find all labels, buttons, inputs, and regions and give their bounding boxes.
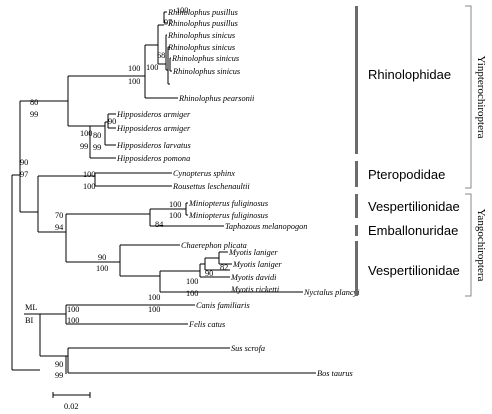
taxon-labels: Rhinolophus pusillus Rhinolophus pusillu…: [116, 8, 360, 378]
support-value: 100: [186, 277, 198, 286]
support-value: 68: [157, 51, 165, 60]
support-value: 99: [93, 143, 101, 152]
support-value: 80: [93, 131, 101, 140]
taxon-label: Rhinolophus sinicus: [167, 31, 235, 40]
taxon-label: Myotis laniger: [232, 260, 282, 269]
support-value: 99: [55, 371, 63, 380]
brace-yangochiroptera: [465, 193, 472, 297]
support-value: 80: [30, 98, 38, 107]
support-value: 100: [146, 63, 158, 72]
taxon-label: Hipposideros larvatus: [116, 141, 191, 150]
tree-branches: [11, 11, 316, 374]
suborder-annotations: Yinpterochiroptera Yangochiroptera: [465, 5, 487, 297]
support-value: 100: [83, 170, 95, 179]
support-value: 97: [164, 18, 172, 27]
family-label-vespertilionidae-2: Vespertilionidae: [368, 263, 460, 278]
support-value: 90: [205, 269, 213, 278]
support-value: 100: [186, 289, 198, 298]
support-values: 100 97 68 100 100 100 90 80 99 100 99 80…: [20, 6, 228, 380]
support-value: 100: [176, 6, 188, 15]
support-value: 100: [148, 305, 160, 314]
taxon-label: Rhinolophus pusillus: [167, 19, 238, 28]
taxon-label: Miniopterus fuliginosus: [188, 199, 268, 208]
family-bar-vespertilionidae-1: [355, 194, 358, 218]
support-value: 100: [83, 182, 95, 191]
taxon-label: Felis catus: [188, 320, 225, 329]
taxon-label: Myotis ricketti: [230, 285, 280, 294]
support-value: 100: [128, 77, 140, 86]
family-bar-emballonuridae: [355, 225, 358, 236]
family-bar-vespertilionidae-2: [355, 241, 358, 296]
support-value: 100: [169, 200, 181, 209]
taxon-label: Rhinolophus pearsonii: [178, 94, 255, 103]
support-value: 99: [30, 110, 38, 119]
scale-bar-line: [52, 392, 91, 398]
taxon-label: Rhinolophus sinicus: [171, 54, 239, 63]
support-value: 84: [155, 220, 164, 229]
taxon-label: Rhinolophus sinicus: [172, 67, 240, 76]
support-value: 94: [55, 223, 64, 232]
scale-bar-label: 0.02: [64, 402, 79, 411]
family-label-rhinolophidae: Rhinolophidae: [368, 67, 451, 82]
support-value: 90: [98, 253, 106, 262]
taxon-label: Myotis davidi: [230, 273, 277, 282]
support-value: 90: [20, 158, 28, 167]
suborder-label-yinpterochiroptera: Yinpterochiroptera: [475, 55, 487, 138]
support-value: 82: [220, 263, 228, 272]
support-value: 99: [80, 142, 88, 151]
taxon-label: Bos taurus: [317, 369, 353, 378]
taxon-label: Sus scrofa: [231, 344, 265, 353]
brace-yinpterochiroptera: [465, 5, 472, 189]
taxon-label: Canis familiaris: [196, 301, 250, 310]
taxon-label: Chaerephon plicata: [181, 241, 247, 250]
support-value: 70: [55, 211, 63, 220]
taxon-label: Miniopterus fuliginosus: [188, 211, 268, 220]
taxon-label: Hipposideros armiger: [116, 124, 191, 133]
support-value: 100: [169, 211, 181, 220]
method-label-bi: BI: [25, 316, 34, 325]
support-value: 90: [108, 117, 116, 126]
family-bar-pteropodidae: [355, 161, 358, 187]
method-label-ml: ML: [25, 303, 37, 312]
suborder-label-yangochiroptera: Yangochiroptera: [475, 209, 487, 282]
support-value: 100: [80, 129, 92, 138]
taxon-label: Rhinolophus pusillus: [167, 8, 238, 17]
scale-bar: 0.02: [52, 392, 91, 411]
support-value: 100: [67, 316, 79, 325]
support-value: 90: [55, 360, 63, 369]
family-annotations: Rhinolophidae Pteropodidae Vespertilioni…: [355, 6, 460, 296]
taxon-label: Rhinolophus sinicus: [167, 43, 235, 52]
support-value: 100: [128, 64, 140, 73]
support-value: 100: [148, 293, 160, 302]
taxon-label: Myotis laniger: [228, 248, 278, 257]
family-label-emballonuridae: Emballonuridae: [368, 223, 458, 238]
taxon-label: Rousettus leschenaultii: [172, 182, 250, 191]
family-label-vespertilionidae-1: Vespertilionidae: [368, 199, 460, 214]
family-bar-rhinolophidae: [355, 6, 358, 154]
support-value: 100: [67, 305, 79, 314]
support-value: 97: [20, 170, 28, 179]
taxon-label: Cynopterus sphinx: [173, 169, 235, 178]
taxon-label: Nyctalus plancyi: [303, 288, 360, 297]
family-label-pteropodidae: Pteropodidae: [368, 167, 445, 182]
taxon-label: Hipposideros pomona: [116, 154, 190, 163]
taxon-label: Hipposideros armiger: [116, 110, 191, 119]
support-value: 100: [96, 264, 108, 273]
taxon-label: Taphozous melanopogon: [225, 222, 307, 231]
